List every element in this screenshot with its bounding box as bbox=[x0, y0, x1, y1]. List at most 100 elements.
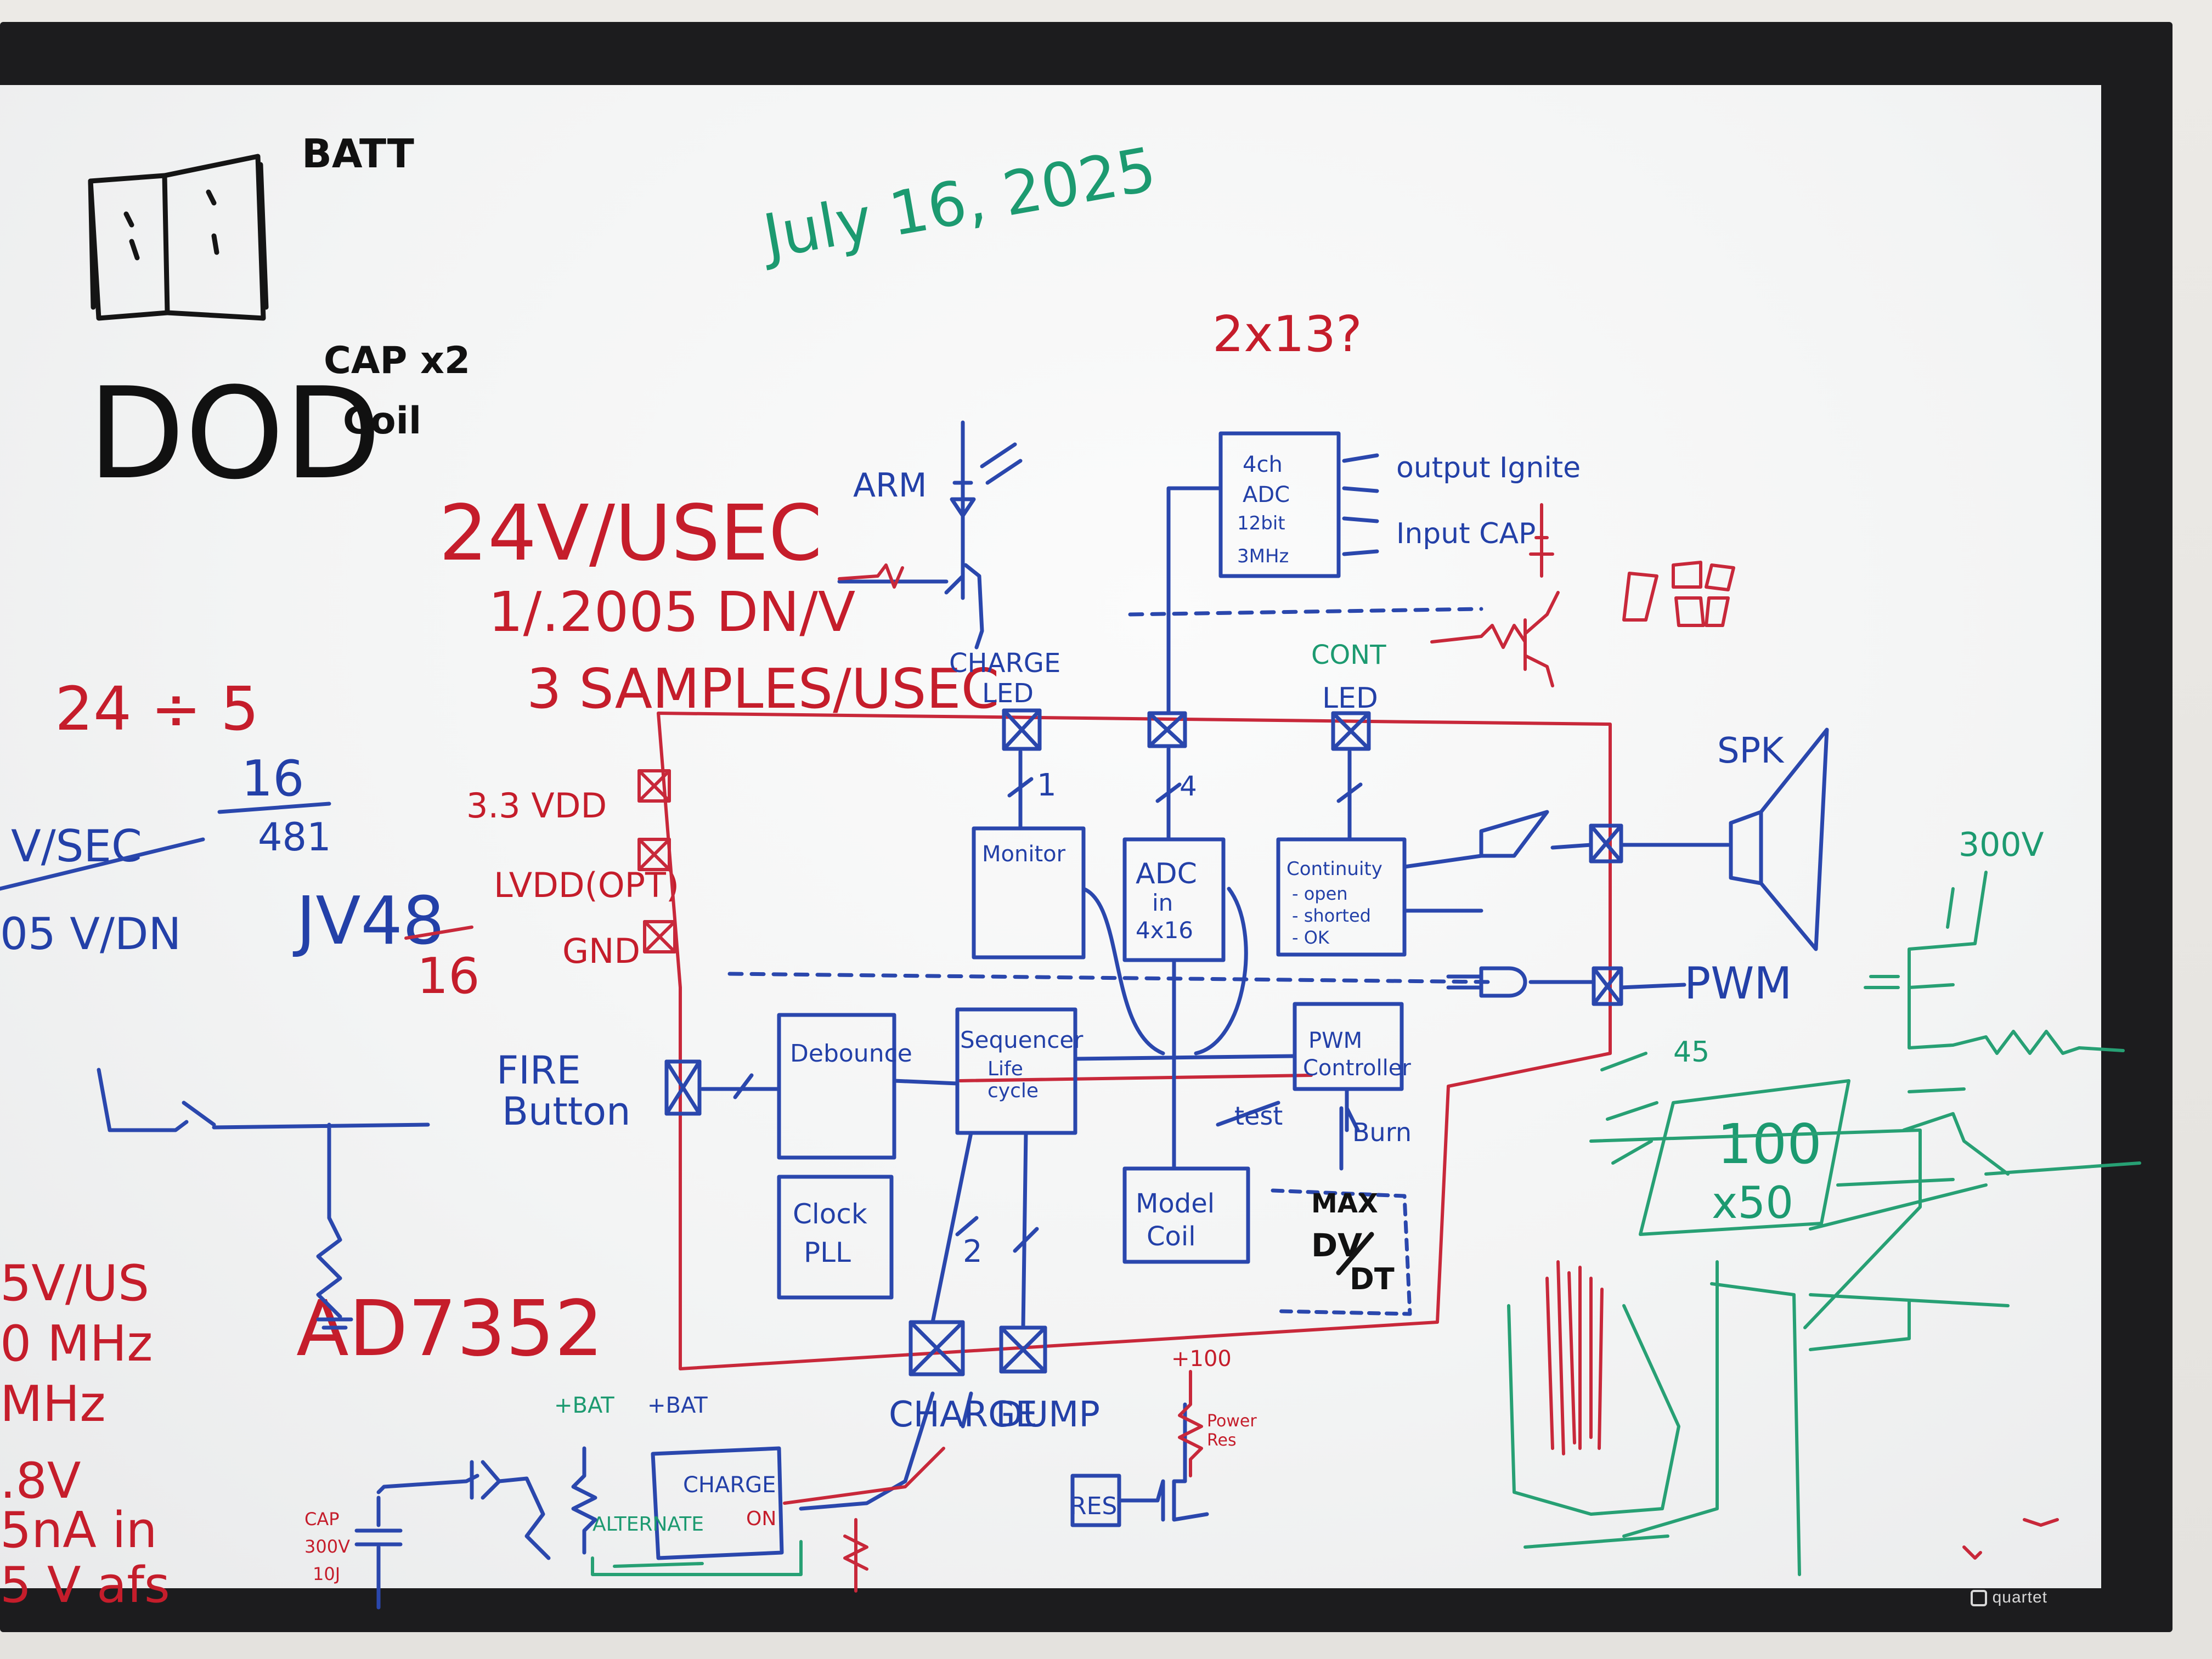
adc4-label-1: 4ch bbox=[1243, 452, 1283, 477]
power-res-label-2: Res bbox=[1207, 1431, 1237, 1450]
continuity-label-1: Continuity bbox=[1286, 858, 1383, 880]
block-charge-module: CHARGE ON bbox=[651, 1446, 784, 1560]
left-note-5: 5nA in bbox=[0, 1502, 157, 1559]
block-model-coil: Model Coil bbox=[1122, 1166, 1250, 1264]
res-label: RES bbox=[1070, 1492, 1117, 1520]
brand-text: quartet bbox=[1992, 1588, 2047, 1606]
pin-vdd: 3.3 VDD bbox=[466, 786, 607, 826]
block-continuity: Continuity - open - shorted - OK bbox=[1276, 837, 1407, 957]
sequencer-label-2: Life bbox=[988, 1058, 1023, 1080]
continuity-label-3: - shorted bbox=[1292, 905, 1371, 926]
left-note-1: 5V/US bbox=[0, 1255, 149, 1312]
bus-4-label: 4 bbox=[1180, 770, 1197, 802]
adc-label-3: 4x16 bbox=[1136, 917, 1193, 944]
alternate-label: ALTERNATE bbox=[592, 1513, 704, 1536]
sequencer-label-3: cycle bbox=[988, 1080, 1039, 1102]
cap-label-1: CAP bbox=[304, 1509, 340, 1530]
chip-outline bbox=[657, 712, 1612, 1370]
block-debounce: Debounce bbox=[777, 1013, 912, 1160]
debounce-label: Debounce bbox=[790, 1040, 912, 1068]
adc4-label-3: 12bit bbox=[1237, 512, 1285, 534]
charge-module-label: CHARGE bbox=[683, 1472, 776, 1498]
charge-led-label-2: LED bbox=[982, 678, 1034, 709]
bat-label-1: +BAT bbox=[554, 1393, 614, 1418]
adc-label-2: in bbox=[1152, 889, 1173, 916]
green-circuit-sketch bbox=[1507, 871, 2141, 1576]
model-coil-label-2: Coil bbox=[1147, 1221, 1196, 1252]
sequencer-label-1: Sequencer bbox=[960, 1026, 1084, 1053]
block-4ch-adc: 4ch ADC 12bit 3MHz bbox=[1218, 431, 1341, 578]
label-batt: BATT bbox=[302, 131, 414, 177]
frac-numerator: 16 bbox=[241, 750, 304, 808]
continuity-label-2: - open bbox=[1292, 883, 1348, 904]
fire-label-2: Button bbox=[502, 1089, 630, 1134]
dn-note: 05 V/DN bbox=[0, 909, 181, 960]
block-max-dvdt: MAX DV DT bbox=[1271, 1188, 1412, 1316]
spk-label: SPK bbox=[1717, 731, 1785, 771]
jv48-note: JV48 bbox=[292, 883, 444, 960]
monitor-label: Monitor bbox=[982, 842, 1066, 867]
green-45-label: 45 bbox=[1673, 1036, 1709, 1069]
output-ignite-label: output Ignite bbox=[1396, 452, 1581, 484]
label-cap-x2: CAP x2 bbox=[324, 339, 470, 382]
cap-label-2: 300V bbox=[304, 1536, 350, 1557]
block-pwm-controller: PWM Controller bbox=[1293, 1002, 1411, 1091]
jv48-denominator: 16 bbox=[417, 947, 480, 1005]
label-coil: Coil bbox=[343, 399, 421, 443]
continuity-label-4: - OK bbox=[1292, 927, 1330, 948]
wires bbox=[700, 486, 1730, 1511]
pin-gnd: GND bbox=[562, 931, 640, 971]
clock-label-2: PLL bbox=[804, 1237, 851, 1268]
pwm-controller-label-1: PWM bbox=[1308, 1028, 1362, 1053]
block-adc: ADC in 4x16 bbox=[1122, 837, 1226, 962]
cont-led-label-2: LED bbox=[1322, 682, 1378, 715]
label-dod: DOD bbox=[88, 361, 381, 507]
plus-100-label: +100 bbox=[1171, 1346, 1232, 1372]
left-note-6: 5 V afs bbox=[0, 1556, 170, 1614]
fire-label-1: FIRE bbox=[496, 1048, 581, 1093]
date-label: July 16, 2025 bbox=[755, 134, 1161, 273]
quartet-logo-icon bbox=[1970, 1590, 1987, 1607]
ratio-note: 24 ÷ 5 bbox=[55, 674, 259, 744]
burn-label: Burn bbox=[1352, 1118, 1412, 1147]
samples-note: 3 SAMPLES/USEC bbox=[527, 657, 999, 721]
adc-label-1: ADC bbox=[1136, 857, 1197, 890]
whiteboard-surface bbox=[0, 85, 2101, 1588]
test-label: test bbox=[1234, 1101, 1283, 1131]
power-res-label-1: Power bbox=[1207, 1412, 1257, 1431]
bat-label-2: +BAT bbox=[647, 1393, 708, 1418]
frac-denominator: 481 bbox=[258, 815, 331, 860]
green-box-line-2: x50 bbox=[1712, 1177, 1793, 1228]
left-note-4: .8V bbox=[0, 1452, 81, 1510]
adc4-label-2: ADC bbox=[1243, 482, 1290, 507]
input-cap-label: Input CAP bbox=[1396, 517, 1536, 550]
arm-label: ARM bbox=[853, 466, 927, 505]
dump-label: DUMP bbox=[996, 1395, 1100, 1435]
green-box-line-1: 100 bbox=[1717, 1112, 1822, 1176]
block-sequencer: Sequencer Life cycle bbox=[955, 1007, 1084, 1135]
pwm-controller-label-2: Controller bbox=[1303, 1056, 1411, 1081]
resolution-note: 1/.2005 DN/V bbox=[488, 580, 855, 644]
pin-lvdd: LVDD(OPT) bbox=[494, 865, 679, 905]
question-label: 2x13? bbox=[1212, 306, 1362, 363]
rate-note: 24V/USEC bbox=[439, 489, 822, 578]
brand-label: quartet bbox=[1970, 1588, 2047, 1607]
adc4-label-4: 3MHz bbox=[1237, 545, 1289, 567]
on-label: ON bbox=[746, 1508, 776, 1530]
cont-led-label-1: CONT bbox=[1311, 640, 1386, 670]
pwm-label: PWM bbox=[1684, 958, 1792, 1009]
dt-label: DT bbox=[1350, 1262, 1395, 1296]
block-monitor: Monitor bbox=[972, 826, 1086, 960]
green-300v-label: 300V bbox=[1959, 826, 2044, 864]
left-note-2: 0 MHz bbox=[0, 1315, 153, 1373]
left-note-3: MHz bbox=[0, 1375, 106, 1433]
model-coil-label-1: Model bbox=[1136, 1188, 1215, 1219]
bus-1-label: 1 bbox=[1037, 768, 1057, 803]
max-label: MAX bbox=[1311, 1188, 1378, 1219]
left-column-notes: 5V/US 0 MHz MHz .8V 5nA in 5 V afs bbox=[0, 1255, 170, 1614]
bus-2-label: 2 bbox=[963, 1234, 983, 1269]
battery-sketch bbox=[88, 154, 269, 321]
charge-label: CHARGE bbox=[889, 1395, 1037, 1435]
dv-label: DV bbox=[1311, 1227, 1362, 1264]
